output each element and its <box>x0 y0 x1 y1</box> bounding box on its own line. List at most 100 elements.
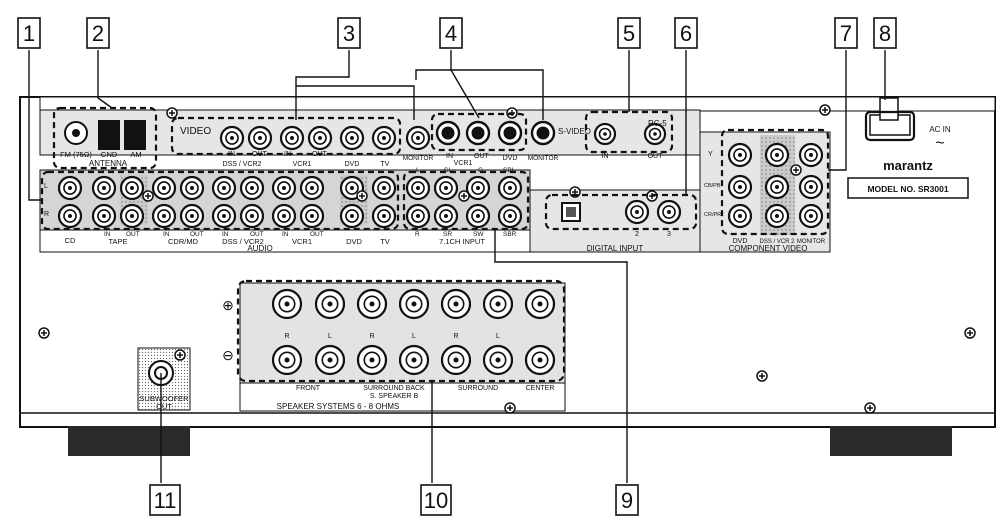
audio-jack-l-3 <box>119 175 145 201</box>
audio-jack-l-5-pin <box>190 186 194 190</box>
callout-7-number: 7 <box>840 21 852 46</box>
speaker-terminal-plus-3-pin <box>369 301 375 307</box>
speaker-sur-l: L <box>496 333 500 340</box>
audio-jack-l-9 <box>299 175 325 201</box>
audio-jack-r-1-pin <box>68 214 72 218</box>
audio-jack-r-5-pin <box>190 214 194 218</box>
group-10-speakers <box>236 279 566 383</box>
video-jack-5 <box>339 125 365 151</box>
model-number: MODEL NO. SR3001 <box>867 184 948 194</box>
audio-jack-l-14-pin <box>476 186 480 190</box>
foot-right <box>830 426 952 456</box>
speaker-front-label: FRONT <box>296 385 321 392</box>
audio-jack-l-8-pin <box>282 186 286 190</box>
speaker-terminal-plus-3 <box>356 288 388 320</box>
component-jack-7 <box>727 203 753 229</box>
digital-3: 3 <box>667 231 671 238</box>
speaker-terminal-minus-5-pin <box>453 357 459 363</box>
callout-3-box <box>337 17 361 49</box>
component-jack-4-pin <box>738 185 742 189</box>
audio-jack-r-11-pin <box>382 214 386 218</box>
audio-jack-r-4-pin <box>162 214 166 218</box>
audio-jack-l-5 <box>179 175 205 201</box>
component-jack-1-pin <box>738 153 742 157</box>
audio-jack-l-13-pin <box>444 186 448 190</box>
callout-1: 1 <box>17 17 41 49</box>
svideo-jack-4-core <box>536 126 550 140</box>
video-jack-3 <box>279 125 305 151</box>
audio-jack-l-7-pin <box>250 186 254 190</box>
ch71-c: C <box>478 167 483 174</box>
audio-jack-l-14 <box>465 175 491 201</box>
audio-jack-r-2-pin <box>102 214 106 218</box>
callout-3: 3 <box>337 17 361 49</box>
rc5-jack-2 <box>643 122 667 146</box>
audio-jack-l-9-pin <box>310 186 314 190</box>
svideo-title: S-VIDEO <box>558 127 591 136</box>
audio-jack-r-14-pin <box>476 214 480 218</box>
rc5-jacks <box>593 122 667 146</box>
speaker-sb-l: L <box>412 333 416 340</box>
digital-2: 2 <box>635 231 639 238</box>
screw-7 <box>504 402 516 414</box>
component-jack-3-pin <box>809 153 813 157</box>
am-label: AM <box>130 150 141 159</box>
speaker-terminal-plus-1-pin <box>284 301 290 307</box>
callout-3-number: 3 <box>343 21 355 46</box>
component-jack-8 <box>764 203 790 229</box>
speaker-terminal-minus-7-pin <box>537 357 543 363</box>
video-dss-vcr2: DSS / VCR2 <box>223 161 262 168</box>
video-jack-2 <box>247 125 273 151</box>
audio-jack-r-13-pin <box>444 214 448 218</box>
speaker-terminal-plus-6-pin <box>495 301 501 307</box>
component-jack-7-pin <box>738 214 742 218</box>
video-jack-5-pin <box>350 136 354 140</box>
audio-dss-vcr2: DSS / VCR2 <box>222 237 264 246</box>
component-jack-2 <box>764 142 790 168</box>
audio-l-label: L <box>44 183 48 190</box>
speaker-terminal-plus-5-pin <box>453 301 459 307</box>
component-cb: CB/PB <box>704 183 721 189</box>
callout-5-box <box>617 17 641 49</box>
video-vcr1: VCR1 <box>293 161 312 168</box>
audio-cdr-out: OUT <box>190 231 204 238</box>
optical-jack-core <box>566 207 576 217</box>
audio-jack-r-1 <box>57 203 83 229</box>
audio-jack-r-12 <box>405 203 431 229</box>
audio-jack-r-5 <box>179 203 205 229</box>
audio-jack-l-13 <box>433 175 459 201</box>
speaker-terminal-minus-3 <box>356 344 388 376</box>
speaker-sur-r: R <box>453 333 458 340</box>
svideo-out: OUT <box>474 153 490 160</box>
audio-vcr1: VCR1 <box>292 237 312 246</box>
svideo-vcr1: VCR1 <box>454 160 473 167</box>
audio-jack-l-6-pin <box>222 186 226 190</box>
screw-1 <box>166 107 178 119</box>
leader-lines <box>28 50 886 483</box>
component-y: Y <box>708 151 713 158</box>
audio-jack-l-12-pin <box>416 186 420 190</box>
audio-jack-r-3-pin <box>130 214 134 218</box>
gnd-label: GND <box>101 150 118 159</box>
svideo-jacks <box>435 120 556 146</box>
video-jacks <box>219 125 431 151</box>
ch71-l: L <box>416 167 420 174</box>
video-jack-1-pin <box>230 136 234 140</box>
callout-7: 7 <box>834 17 858 49</box>
audio-cd: CD <box>65 236 76 245</box>
callout-10: 10 <box>420 484 452 516</box>
svideo-jack-2 <box>465 120 491 146</box>
foot-left <box>68 426 190 456</box>
component-cr: CR/PR <box>704 212 721 218</box>
antenna-title: ANTENNA <box>89 159 128 168</box>
audio-jack-r-2 <box>91 203 117 229</box>
speaker-terminal-plus-2 <box>314 288 346 320</box>
audio-tape-out: OUT <box>126 231 140 238</box>
group-8-ac <box>864 110 916 142</box>
brand-name: marantz <box>883 158 933 173</box>
video-jack-6 <box>371 125 397 151</box>
speaker-terminal-plus-4 <box>398 288 430 320</box>
audio-jack-r-14 <box>465 203 491 229</box>
